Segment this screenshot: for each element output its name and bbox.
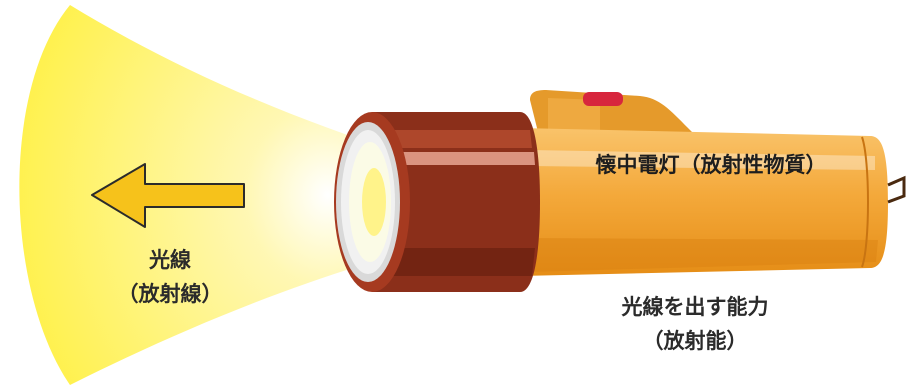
switch-button bbox=[583, 92, 623, 106]
bulb bbox=[362, 168, 386, 236]
left-arrow-icon bbox=[91, 163, 245, 228]
beam-label-line2: （放射線） bbox=[117, 282, 223, 306]
flashlight bbox=[334, 90, 906, 292]
capability-label: 光線を出す能力 （放射能） bbox=[590, 290, 800, 358]
beam-label: 光線 （放射線） bbox=[95, 243, 245, 311]
capability-label-line2: （放射能） bbox=[642, 329, 748, 353]
flashlight-body bbox=[520, 128, 888, 276]
beam-label-line1: 光線 bbox=[149, 248, 191, 272]
capability-label-line1: 光線を出す能力 bbox=[621, 295, 769, 319]
flashlight-label: 懐中電灯（放射性物質） bbox=[595, 153, 827, 177]
